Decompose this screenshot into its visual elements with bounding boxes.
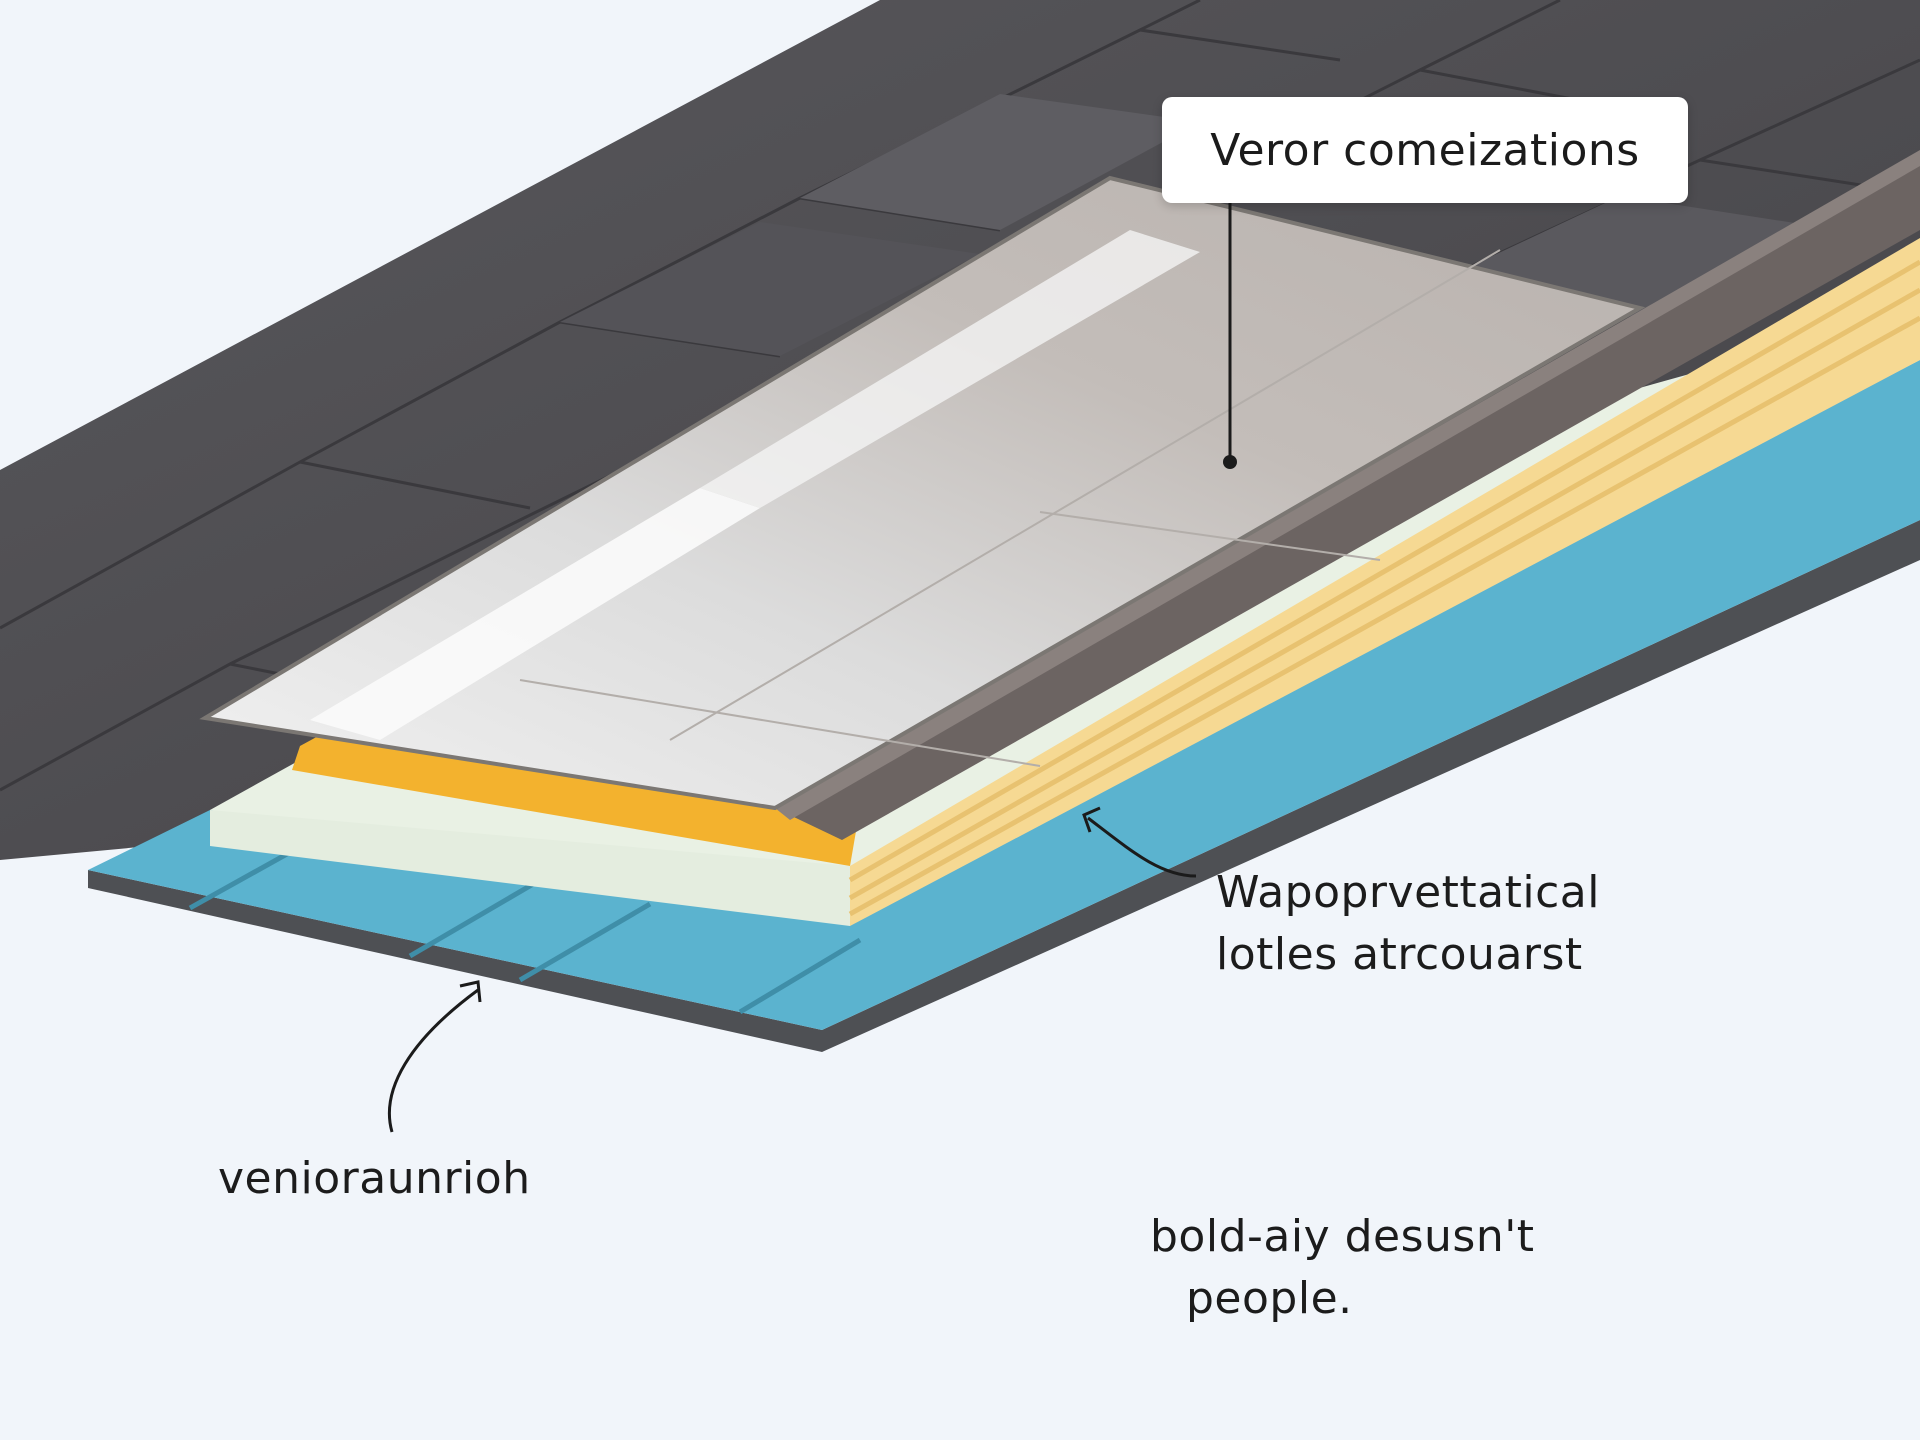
insulation-layer <box>850 238 1920 926</box>
base-arrowhead <box>459 980 482 1003</box>
deck-base <box>88 520 1920 1052</box>
vapor-barrier-front <box>210 810 850 926</box>
skylight-glass <box>199 175 1646 811</box>
vapor-callout-line-2: lotles atrcouarst <box>1216 929 1583 980</box>
callout-leader-dot <box>1223 455 1237 469</box>
vapor-callout-line-1: Wapoprvettatical <box>1216 867 1600 918</box>
top-callout-box: Veror comeizations <box>1162 97 1688 203</box>
note-callout-line-2: people. <box>1186 1273 1353 1324</box>
flashing-strip <box>292 722 860 866</box>
base-callout-label: venioraunrioh <box>218 1153 531 1204</box>
top-callout-label: Veror comeizations <box>1210 124 1640 176</box>
vapor-arrow <box>1087 816 1197 878</box>
vapor-arrowhead <box>1082 806 1101 833</box>
glass-panes <box>519 249 1501 767</box>
insulation-stripes <box>848 259 1920 917</box>
shingle-tile-light <box>560 222 980 356</box>
note-callout-line-1: bold-aiy desusn't <box>1150 1211 1535 1262</box>
shingle-tile-light <box>800 94 1200 230</box>
note-callout-label: bold-aiy desusn't people. <box>1150 1206 1535 1330</box>
base-arrow <box>387 988 479 1133</box>
glass-reflection <box>700 230 1200 508</box>
skylight-frame-top <box>775 150 1920 820</box>
vapor-callout-label: Wapoprvettatical lotles atrcouarst <box>1216 862 1600 986</box>
glass-reflection <box>310 488 760 740</box>
